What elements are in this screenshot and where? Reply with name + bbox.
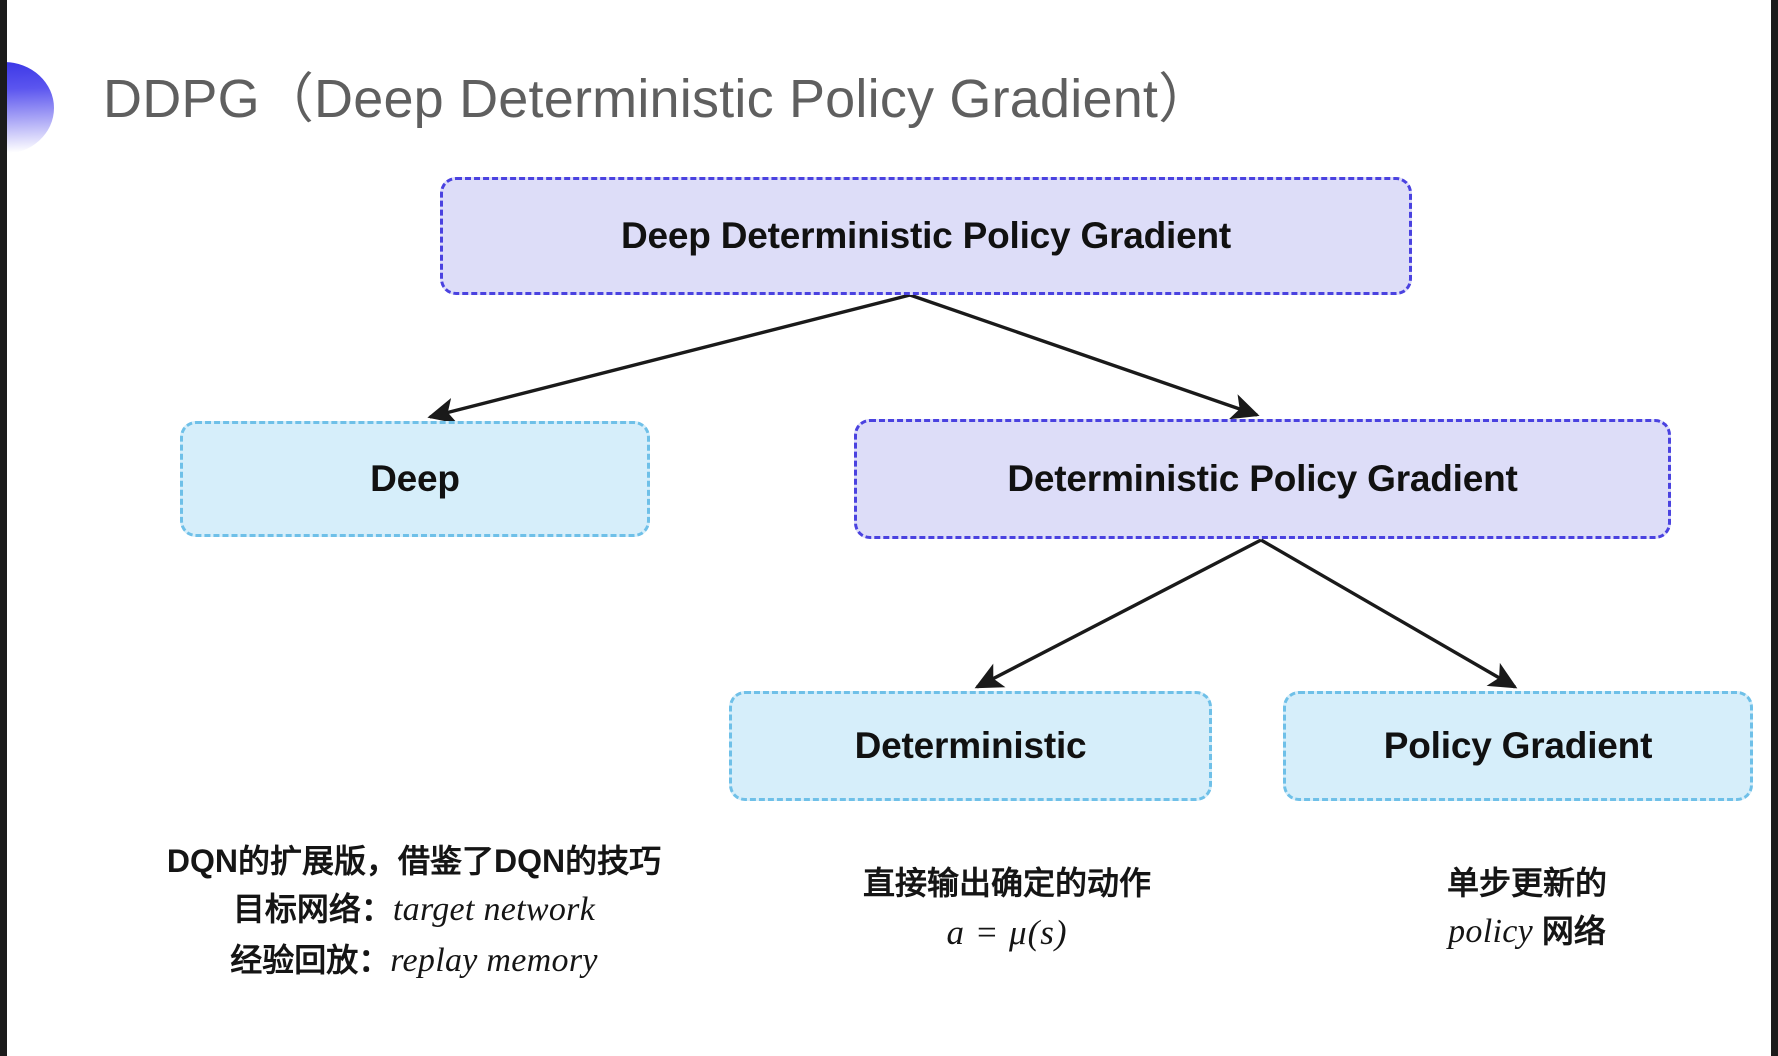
node-label: Deterministic xyxy=(854,724,1087,766)
annotation-deep-line-2-term: target network xyxy=(392,891,596,929)
node-deep-deterministic-policy-gradient[interactable]: Deep Deterministic Policy Gradient xyxy=(440,177,1412,295)
node-deep[interactable]: Deep xyxy=(180,421,650,537)
annotation-deep-line-1: DQN的扩展版，借鉴了DQN的技巧 xyxy=(166,843,662,879)
edge-root-to-deep xyxy=(427,293,911,424)
annotation-deterministic-formula: a = μ(s) xyxy=(946,913,1068,953)
annotation-deep-line-3-label: 经验回放： xyxy=(230,941,391,978)
node-policy-gradient[interactable]: Policy Gradient xyxy=(1283,691,1753,801)
annotation-deep-line-3-term: replay memory xyxy=(390,941,598,979)
node-deterministic[interactable]: Deterministic xyxy=(729,691,1212,801)
annotation-deep-line-3: 经验回放：replay memory xyxy=(159,936,669,986)
node-deterministic-policy-gradient[interactable]: Deterministic Policy Gradient xyxy=(854,419,1671,539)
edge-root-to-dpg xyxy=(909,293,1260,420)
annotation-deterministic: 直接输出确定的动作 a = μ(s) xyxy=(792,860,1222,959)
node-label: Deep Deterministic Policy Gradient xyxy=(620,214,1232,256)
node-label: Deterministic Policy Gradient xyxy=(1007,457,1518,499)
annotation-deep-line-2: 目标网络：target network xyxy=(159,885,669,935)
edge-dpg-to-deterministic xyxy=(974,538,1262,689)
node-label: Policy Gradient xyxy=(1383,724,1653,766)
annotation-policy-gradient-line-2: policy 网络 xyxy=(1352,907,1702,957)
annotation-deep-line-2-label: 目标网络： xyxy=(232,891,393,928)
annotation-deterministic-line-1: 直接输出确定的动作 xyxy=(862,865,1151,901)
edge-dpg-to-policy-gradient xyxy=(1260,538,1518,689)
half-circle-gradient-bullet-icon xyxy=(7,62,54,154)
annotation-policy-gradient-term: policy xyxy=(1448,913,1533,951)
node-label: Deep xyxy=(370,457,460,499)
page-title: DDPG（Deep Deterministic Policy Gradient） xyxy=(103,69,1213,129)
annotation-deep: DQN的扩展版，借鉴了DQN的技巧 目标网络：target network 经验… xyxy=(159,838,669,986)
annotation-policy-gradient-suffix: 网络 xyxy=(1532,913,1606,950)
annotation-policy-gradient-line-1: 单步更新的 xyxy=(1446,865,1607,901)
annotation-policy-gradient: 单步更新的 policy 网络 xyxy=(1352,860,1702,958)
